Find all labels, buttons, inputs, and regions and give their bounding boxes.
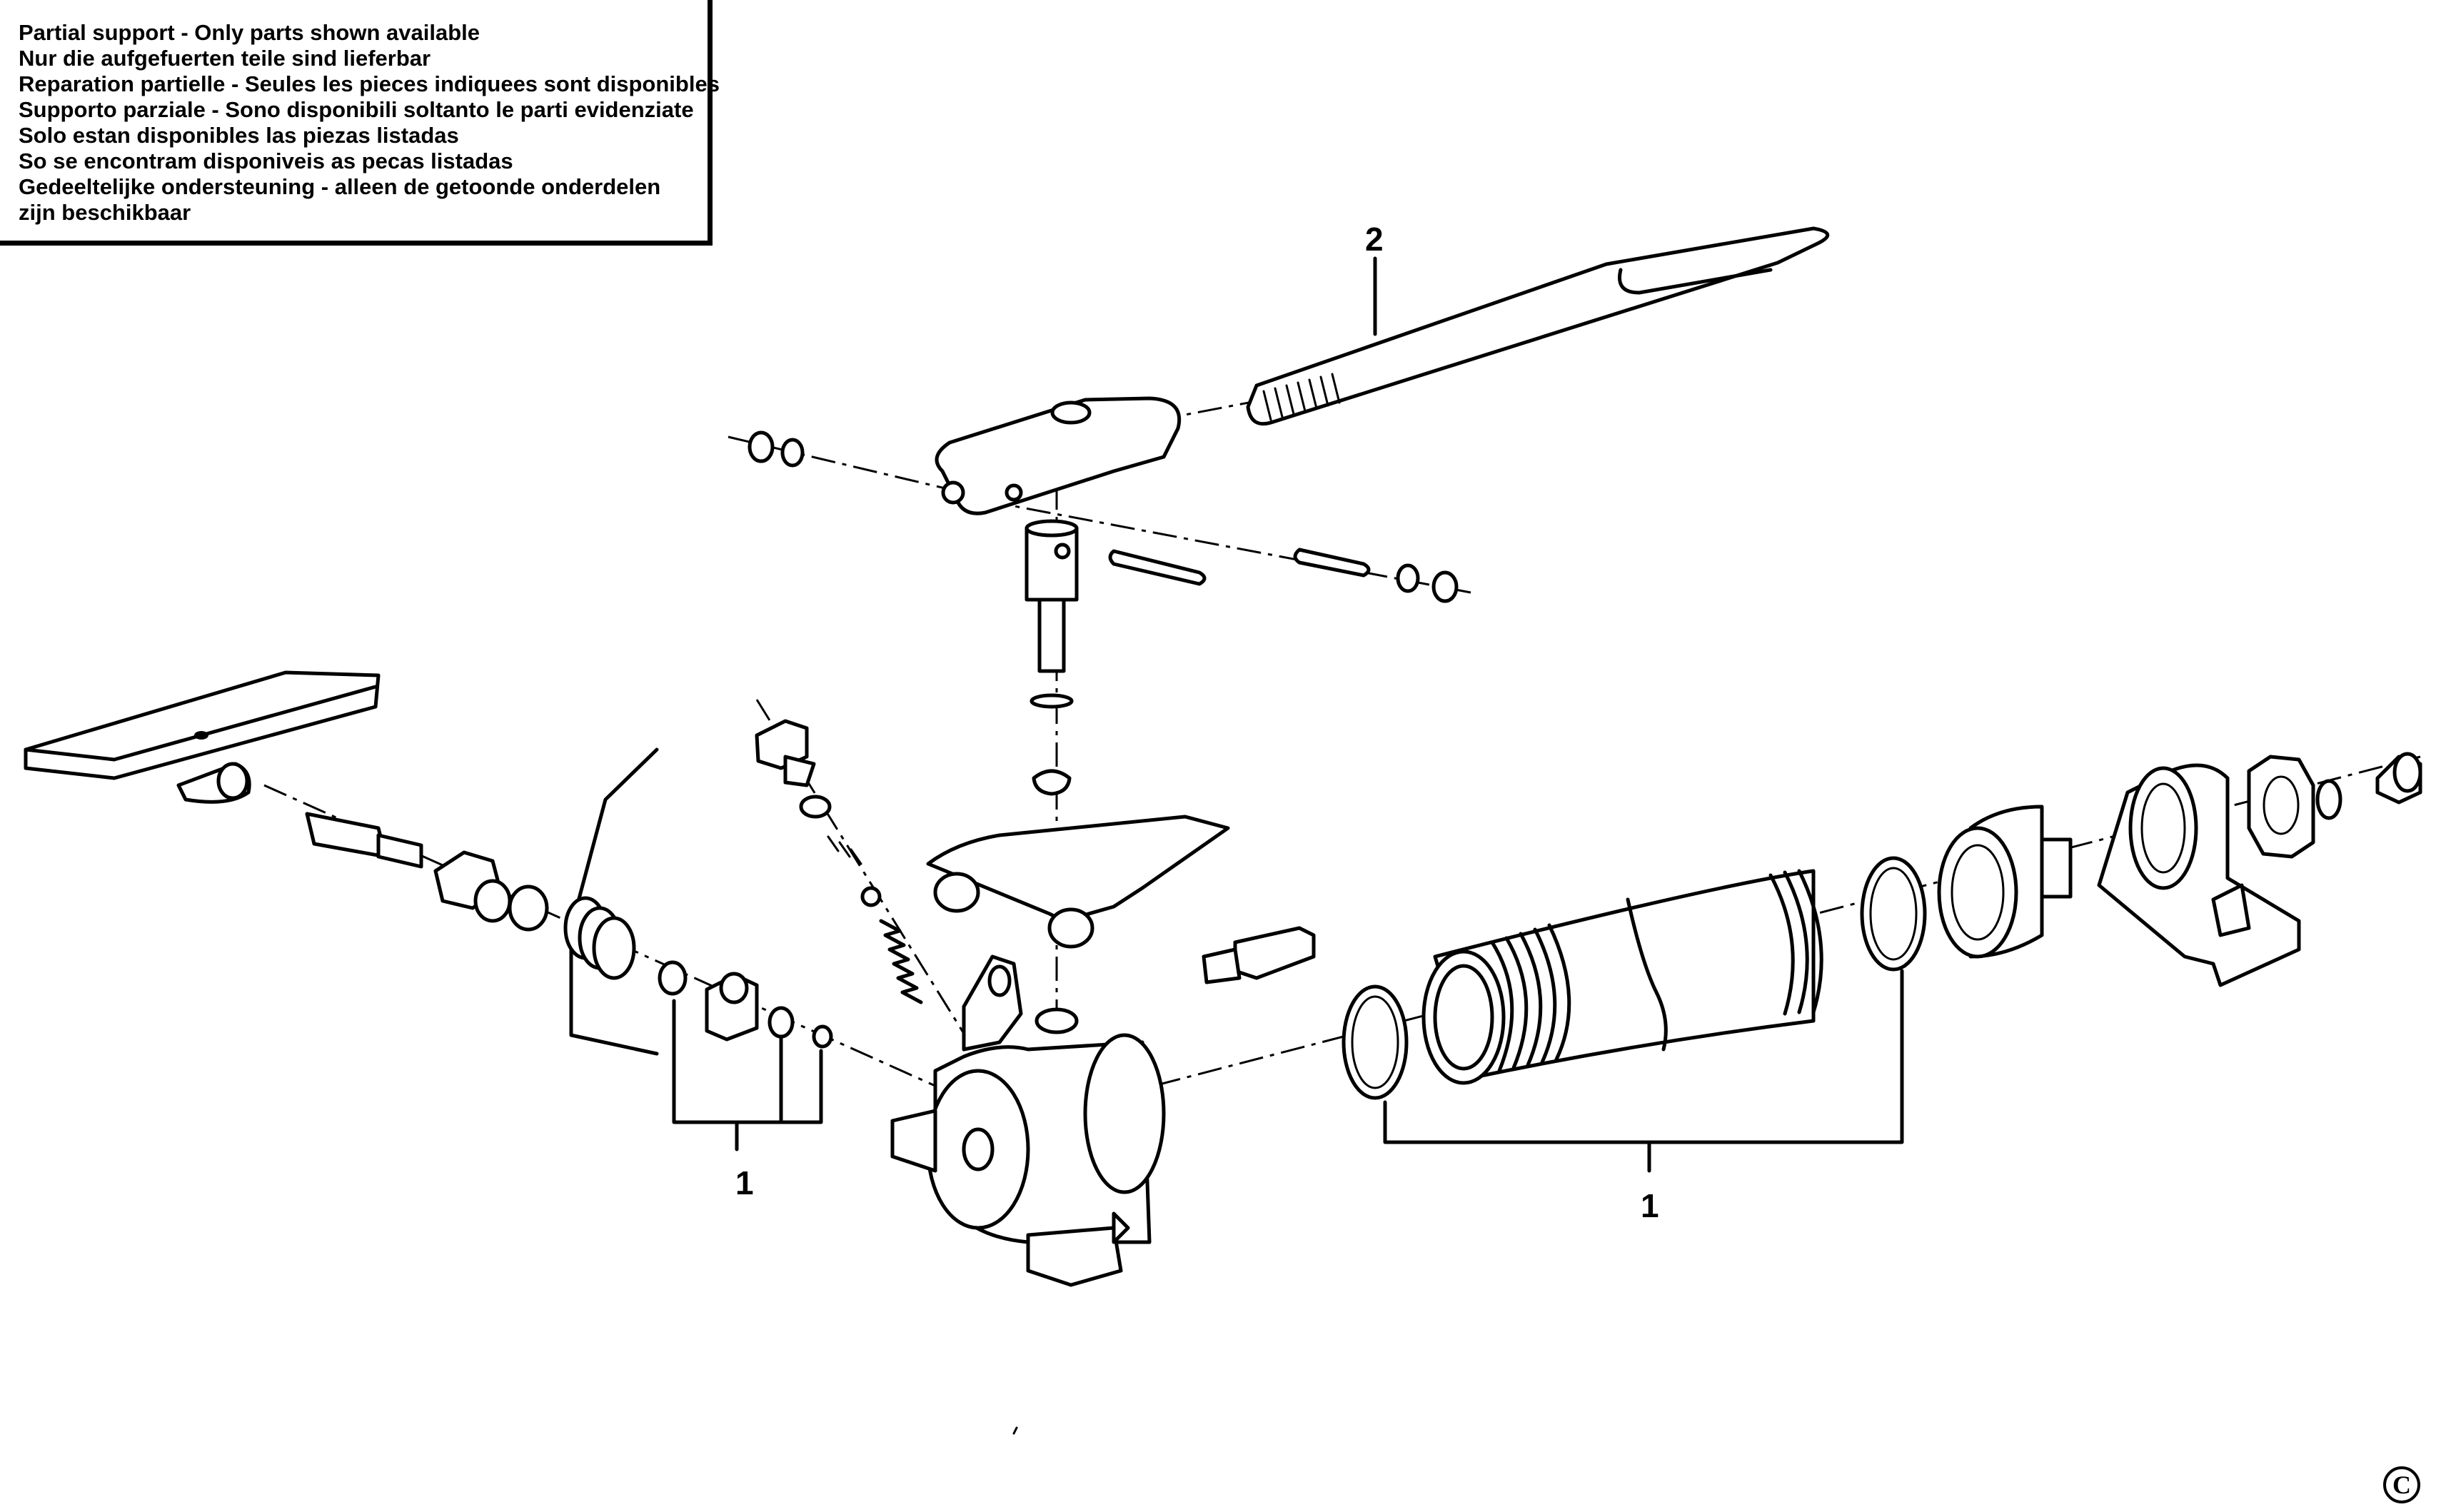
assembly-center-lines (263, 398, 2421, 1094)
handle-bar (1246, 226, 1830, 426)
notice-line: So se encontram disponiveis as pecas lis… (19, 148, 513, 173)
seal-kit-left-parts (658, 960, 833, 1049)
copyright-icon: C (2383, 1466, 2420, 1503)
pedal-pivot-parts (305, 812, 549, 932)
notice-line: Reparation partielle - Seules les pieces… (19, 71, 720, 96)
callout-leaders (672, 256, 1904, 1173)
pump-body (890, 954, 1166, 1287)
plunger-piston (1025, 519, 1079, 796)
partial-support-notice: Partial support - Only parts shown avail… (0, 0, 720, 246)
callout-seal-kit-left: 1 (735, 1164, 754, 1201)
end-bracket (2097, 763, 2301, 987)
stray-mark (1012, 1426, 1018, 1435)
notice-line: Gedeeltelijke ondersteuning - alleen de … (19, 174, 661, 199)
notice-line: Nur die aufgefuerten teile sind lieferba… (19, 46, 431, 71)
callout-handle: 2 (1365, 221, 1384, 258)
end-fittings (2247, 752, 2422, 859)
notice-line: Partial support - Only parts shown avail… (19, 20, 480, 45)
return-spring (563, 747, 659, 1056)
notice-line: Solo estan disponibles las piezas listad… (19, 123, 459, 148)
reservoir-tube (1421, 869, 1823, 1085)
release-valve-parts (755, 719, 923, 1004)
seal-kit-right-rings (1342, 856, 1927, 1100)
notice-line: zijn beschikbaar (19, 200, 191, 225)
notice-line: Supporto parziale - Sono disponibili sol… (19, 97, 694, 122)
foot-pedal-plate (24, 670, 381, 804)
coupling-nut (1937, 805, 2073, 959)
bleed-screw (1202, 926, 1316, 984)
handle-clevis (935, 396, 1181, 515)
clip-washers-top (748, 430, 1459, 603)
bent-lever-plate (926, 815, 1230, 949)
callout-seal-kit-right: 1 (1641, 1187, 1659, 1224)
